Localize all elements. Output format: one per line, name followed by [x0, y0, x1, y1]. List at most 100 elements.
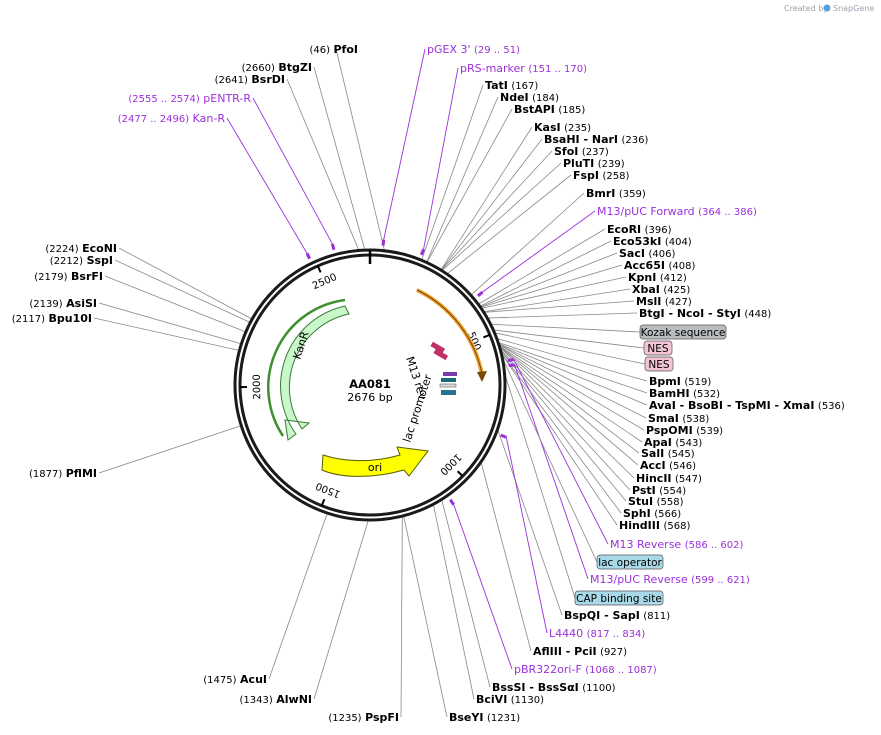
tick-mark-2500 [316, 265, 322, 273]
site-5[interactable]: (2179) BsrFI [34, 270, 103, 283]
site-position: (811) [643, 611, 670, 622]
feature-kanr[interactable]: KanR [267, 298, 350, 441]
site-position: (1100) [582, 683, 615, 694]
site-label-5: (2179) BsrFI [34, 270, 103, 283]
site-14[interactable]: BssSI - BssSαI (1100) [492, 681, 616, 694]
primer-0[interactable]: pGEX 3' (29 .. 51) [381, 43, 520, 246]
site-4[interactable]: (2212) SspI [50, 254, 113, 267]
site-37[interactable]: EcoRI (396) [607, 223, 672, 236]
site-name: KasI [534, 121, 561, 134]
inner-feature-teal-1 [441, 378, 456, 382]
site-42[interactable]: BsaHI - NarI (236) [544, 133, 649, 146]
site-leader-4 [114, 259, 251, 323]
site-43[interactable]: KasI (235) [534, 121, 591, 134]
primer-8[interactable]: pBR322ori-F (1068 .. 1087) [449, 498, 657, 676]
site-45[interactable]: NdeI (184) [500, 91, 559, 104]
site-leader-22 [499, 346, 639, 466]
site-leader-34 [480, 264, 623, 308]
primer-1[interactable]: pRS-marker (151 .. 170) [419, 62, 587, 256]
site-0[interactable]: (46) PfoI [309, 43, 358, 56]
feature-box-2[interactable]: NES [644, 356, 674, 372]
site-name: Bpu10I [49, 312, 93, 325]
site-position: (519) [684, 377, 711, 388]
site-33[interactable]: KpnI (412) [628, 271, 687, 284]
primer-7[interactable]: L4440 (817 .. 834) [500, 433, 646, 640]
site-18[interactable]: SphI (566) [623, 507, 681, 520]
site-34[interactable]: Acc65I (408) [624, 259, 695, 272]
site-position: (427) [665, 297, 692, 308]
site-label-14: BssSI - BssSαI (1100) [492, 681, 616, 694]
site-40[interactable]: PluTI (239) [563, 157, 625, 170]
site-38[interactable]: BmrI (359) [586, 187, 646, 200]
primer-6[interactable]: M13/pUC Reverse (599 .. 621) [508, 363, 750, 586]
site-leader-2 [286, 78, 360, 251]
site-32[interactable]: XbaI (425) [632, 283, 690, 296]
site-22[interactable]: AccI (546) [640, 459, 696, 472]
site-26[interactable]: SmaI (538) [648, 412, 709, 425]
site-label-33: KpnI (412) [628, 271, 687, 284]
feature-box-label-4: CAP binding site [576, 593, 662, 605]
primer-mark-1 [419, 248, 425, 256]
kanr-arrow[interactable] [280, 305, 350, 441]
feature-box-3[interactable]: lac operator [596, 554, 664, 570]
site-27[interactable]: AvaI - BsoBI - TspMI - XmaI (536) [649, 399, 845, 412]
primer-2[interactable]: (2555 .. 2574) pENTR-R [128, 92, 336, 251]
site-46[interactable]: TatI (167) [485, 79, 538, 92]
site-8[interactable]: (1877) PflMI [29, 467, 97, 480]
site-44[interactable]: BstAPI (185) [514, 103, 585, 116]
site-name: SacI [619, 247, 645, 260]
site-25[interactable]: PspOMI (539) [646, 424, 723, 437]
primer-label-7: L4440 (817 .. 834) [549, 627, 645, 640]
site-15[interactable]: AflIII - PciI (927) [533, 645, 627, 658]
site-13[interactable]: BciVI (1130) [476, 693, 544, 706]
feature-box-bg-3 [596, 554, 664, 570]
feature-box-leader-3 [501, 356, 598, 563]
site-position: (236) [622, 135, 649, 146]
feature-ori[interactable]: ori [321, 446, 429, 477]
site-6[interactable]: (2139) AsiSI [29, 297, 97, 310]
site-23[interactable]: SalI (545) [641, 447, 695, 460]
site-29[interactable]: BpmI (519) [649, 375, 711, 388]
primer-5[interactable]: M13 Reverse (586 .. 602) [507, 357, 744, 551]
site-39[interactable]: FspI (258) [573, 169, 630, 182]
site-21[interactable]: HincII (547) [636, 472, 702, 485]
site-label-21: HincII (547) [636, 472, 702, 485]
site-9[interactable]: (1475) AcuI [203, 673, 267, 686]
site-16[interactable]: BspQI - SapI (811) [564, 609, 670, 622]
site-20[interactable]: PstI (554) [632, 484, 686, 497]
site-position: (239) [598, 159, 625, 170]
feature-box-4[interactable]: CAP binding site [574, 590, 664, 606]
site-24[interactable]: ApaI (543) [644, 436, 702, 449]
site-position: (167) [511, 81, 538, 92]
site-28[interactable]: BamHI (532) [649, 387, 720, 400]
orange-feature-arc-outline [416, 289, 483, 375]
site-19[interactable]: StuI (558) [628, 495, 684, 508]
feature-box-1[interactable]: NES [643, 340, 673, 356]
site-1[interactable]: (2660) BtgZI [242, 61, 312, 74]
site-35[interactable]: SacI (406) [619, 247, 675, 260]
site-31[interactable]: MslI (427) [636, 295, 692, 308]
site-12[interactable]: BseYI (1231) [449, 711, 520, 724]
primer-mark-0 [381, 239, 386, 246]
credit-brand[interactable]: SnapGene [833, 4, 874, 13]
site-label-12: BseYI (1231) [449, 711, 520, 724]
site-name: MslI [636, 295, 661, 308]
site-7[interactable]: (2117) Bpu10I [12, 312, 92, 325]
site-17[interactable]: HindIII (568) [619, 519, 690, 532]
primer-4[interactable]: M13/pUC Forward (364 .. 386) [476, 205, 757, 298]
site-leader-37 [477, 228, 606, 305]
site-position: (412) [660, 273, 687, 284]
site-11[interactable]: (1235) PspFI [328, 711, 399, 724]
site-2[interactable]: (2641) BsrDI [215, 73, 285, 86]
primer-3[interactable]: (2477 .. 2496) Kan-R [118, 112, 311, 260]
site-36[interactable]: Eco53kI (404) [613, 235, 692, 248]
primer-mark-2 [330, 243, 336, 251]
site-41[interactable]: SfoI (237) [554, 145, 609, 158]
site-10[interactable]: (1343) AlwNI [239, 693, 312, 706]
feature-box-0[interactable]: Kozak sequence [639, 324, 727, 340]
site-3[interactable]: (2224) EcoNI [45, 242, 117, 255]
ori-arrow[interactable] [321, 446, 429, 477]
site-30[interactable]: BtgI - NcoI - StyI (448) [639, 307, 771, 320]
site-label-0: (46) PfoI [309, 43, 358, 56]
site-name: PfoI [334, 43, 359, 56]
